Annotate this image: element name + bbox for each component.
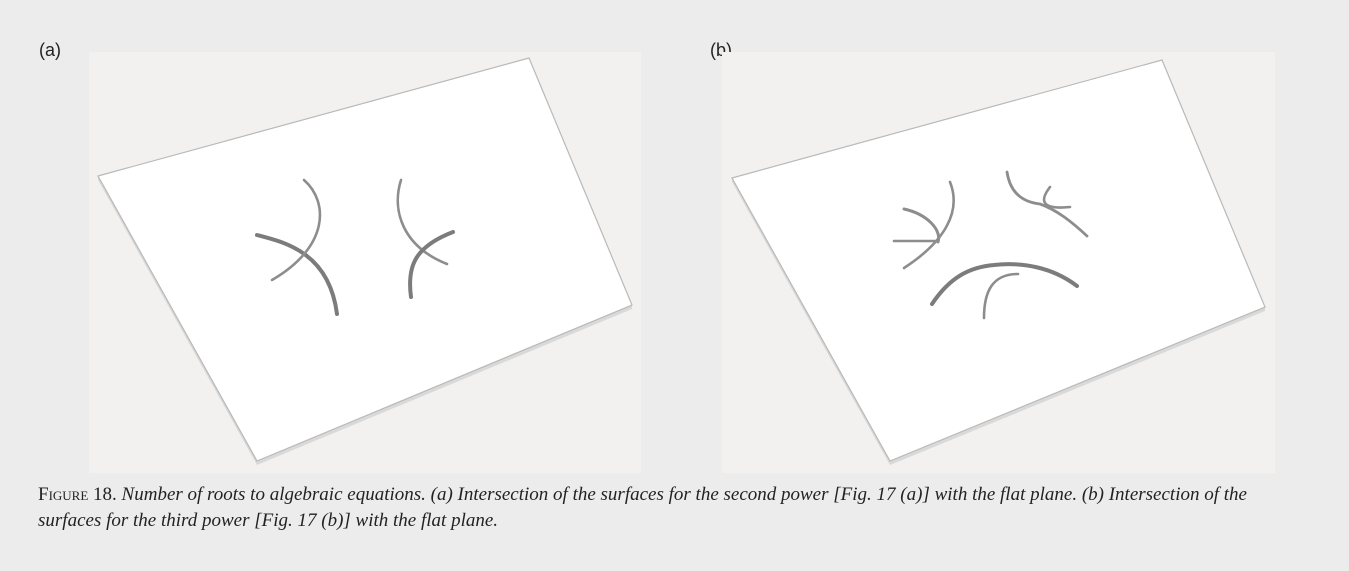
panel-label-a: (a) bbox=[39, 40, 61, 60]
intersection-curves-b bbox=[892, 170, 1089, 320]
curve-b-5 bbox=[1042, 185, 1072, 209]
curve-a-3 bbox=[396, 178, 449, 266]
panel-a-image bbox=[89, 52, 641, 473]
curve-b-4 bbox=[1005, 170, 1089, 238]
panel-b-render bbox=[731, 59, 1266, 465]
curve-a-2 bbox=[270, 178, 322, 282]
curve-b-2 bbox=[902, 180, 955, 270]
figure-caption: Figure 18. Number of roots to algebraic … bbox=[38, 482, 1313, 534]
flat-plane-b bbox=[731, 59, 1266, 462]
caption-text: Number of roots to algebraic equations. … bbox=[38, 484, 1247, 531]
panel-b-image bbox=[722, 52, 1275, 473]
panel-a-render bbox=[97, 57, 633, 465]
flat-plane-a bbox=[97, 57, 633, 462]
curve-b-6 bbox=[930, 262, 1079, 306]
intersection-curves-a bbox=[255, 178, 455, 316]
curve-a-4 bbox=[408, 230, 455, 299]
figure-number: Figure 18. bbox=[38, 484, 117, 505]
curve-b-7 bbox=[982, 272, 1020, 320]
